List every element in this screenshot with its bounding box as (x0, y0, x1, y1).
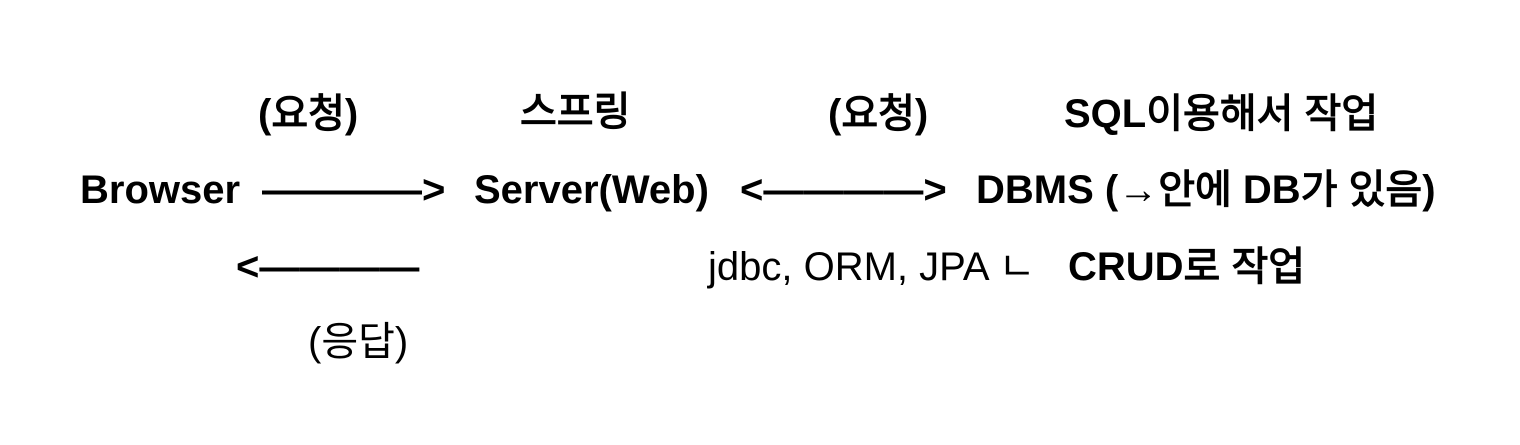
response-label: (응답) (308, 320, 409, 364)
sql-work-label: SQL이용해서 작업 (1064, 92, 1379, 136)
request-label-left: (요청) (258, 92, 359, 136)
spring-label: 스프링 (520, 90, 631, 134)
browser-node: Browser (80, 168, 241, 212)
crud-label: CRUD로 작업 (1068, 245, 1306, 289)
tech-label: jdbc, ORM, JPA ㄴ (708, 245, 1036, 289)
request-label-right: (요청) (828, 92, 929, 136)
arrow-browser-to-server: ————> (262, 168, 446, 212)
arrow-server-dbms: <————> (740, 168, 947, 212)
arrow-server-to-browser: <———— (236, 245, 420, 289)
dbms-node: DBMS (→안에 DB가 있음) (976, 168, 1436, 212)
server-node: Server(Web) (474, 168, 709, 212)
